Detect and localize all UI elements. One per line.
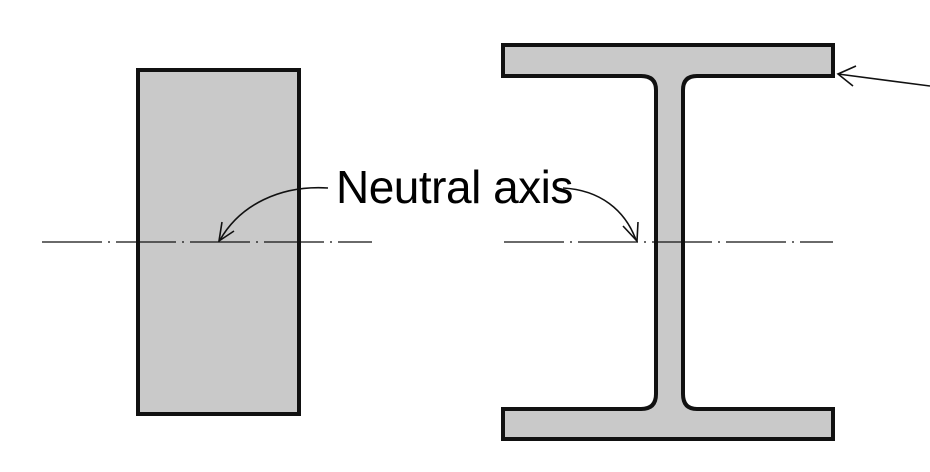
leader-arrowhead-i-beam: [622, 221, 639, 243]
flange-pointer-line: [837, 73, 930, 87]
flange-pointer-arrowhead: [836, 65, 857, 87]
leader-arrowhead-rectangle: [217, 221, 235, 243]
neutral-axis-label: Neutral axis: [336, 161, 573, 213]
leader-to-rectangle: [219, 186, 329, 241]
leader-to-i-beam: [562, 187, 637, 241]
